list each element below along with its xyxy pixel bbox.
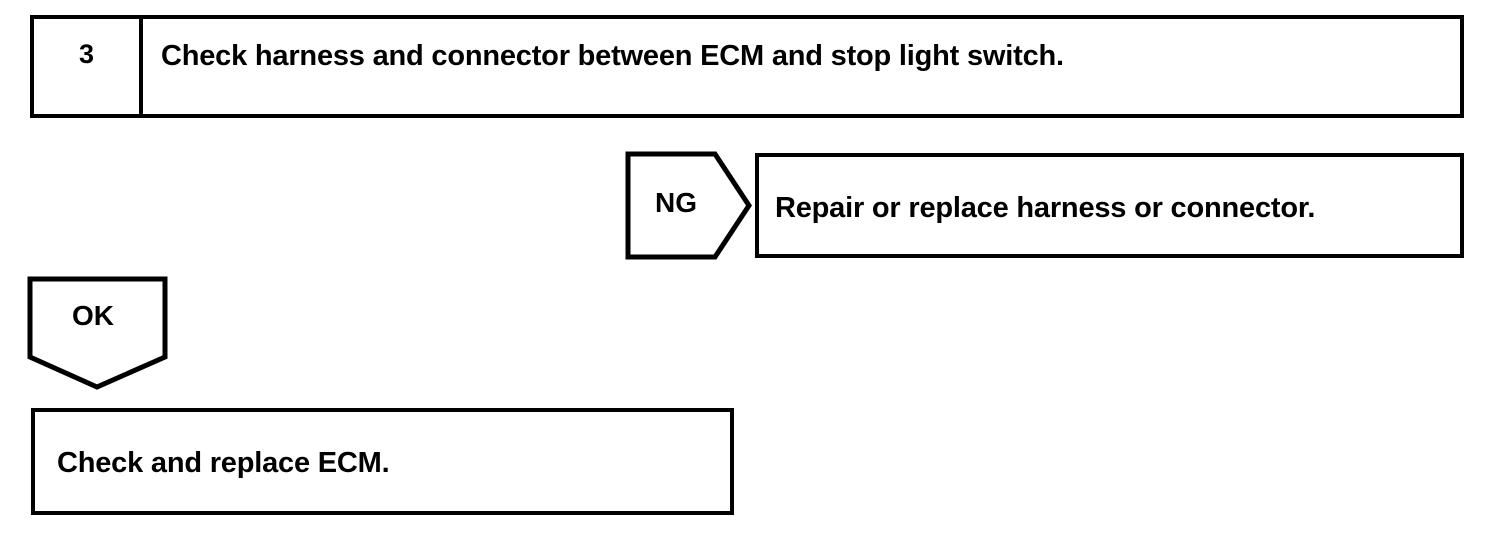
step-instruction-box: 3 Check harness and connector between EC…: [30, 15, 1464, 118]
ng-arrow-shape: [625, 151, 752, 260]
ok-result-box: Check and replace ECM.: [31, 408, 734, 515]
ng-branch-label: NG: [655, 187, 697, 218]
ok-result-text: Check and replace ECM.: [57, 447, 390, 479]
ok-branch-label: OK: [72, 300, 114, 331]
ok-arrow-shape: [27, 276, 168, 390]
ok-branch-arrow: [27, 276, 168, 390]
ng-result-box: Repair or replace harness or connector.: [755, 153, 1464, 258]
step-number-cell: 3: [34, 19, 143, 114]
ng-result-text: Repair or replace harness or connector.: [775, 192, 1316, 224]
step-number: 3: [78, 39, 95, 69]
ng-branch-arrow: [625, 151, 752, 260]
step-instruction-text: Check harness and connector between ECM …: [161, 40, 1064, 72]
